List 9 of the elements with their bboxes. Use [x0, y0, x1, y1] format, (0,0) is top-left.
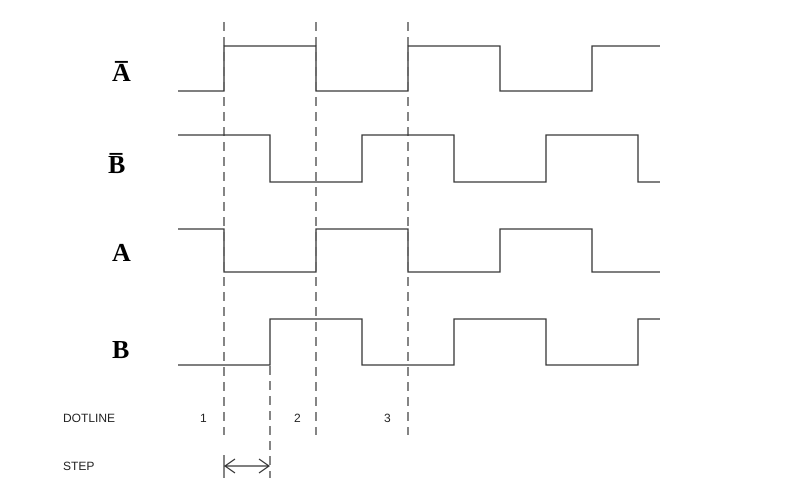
row-label: STEP [63, 458, 94, 474]
row-label: 2 [294, 410, 301, 426]
signal-name: B [112, 334, 130, 366]
signal-name: A [112, 237, 131, 269]
signal-name: B̅ [108, 149, 126, 181]
row-label: 3 [384, 410, 391, 426]
row-label: 1 [200, 410, 207, 426]
signal-name: A̅ [112, 57, 131, 89]
row-label: DOTLINE [63, 410, 116, 426]
